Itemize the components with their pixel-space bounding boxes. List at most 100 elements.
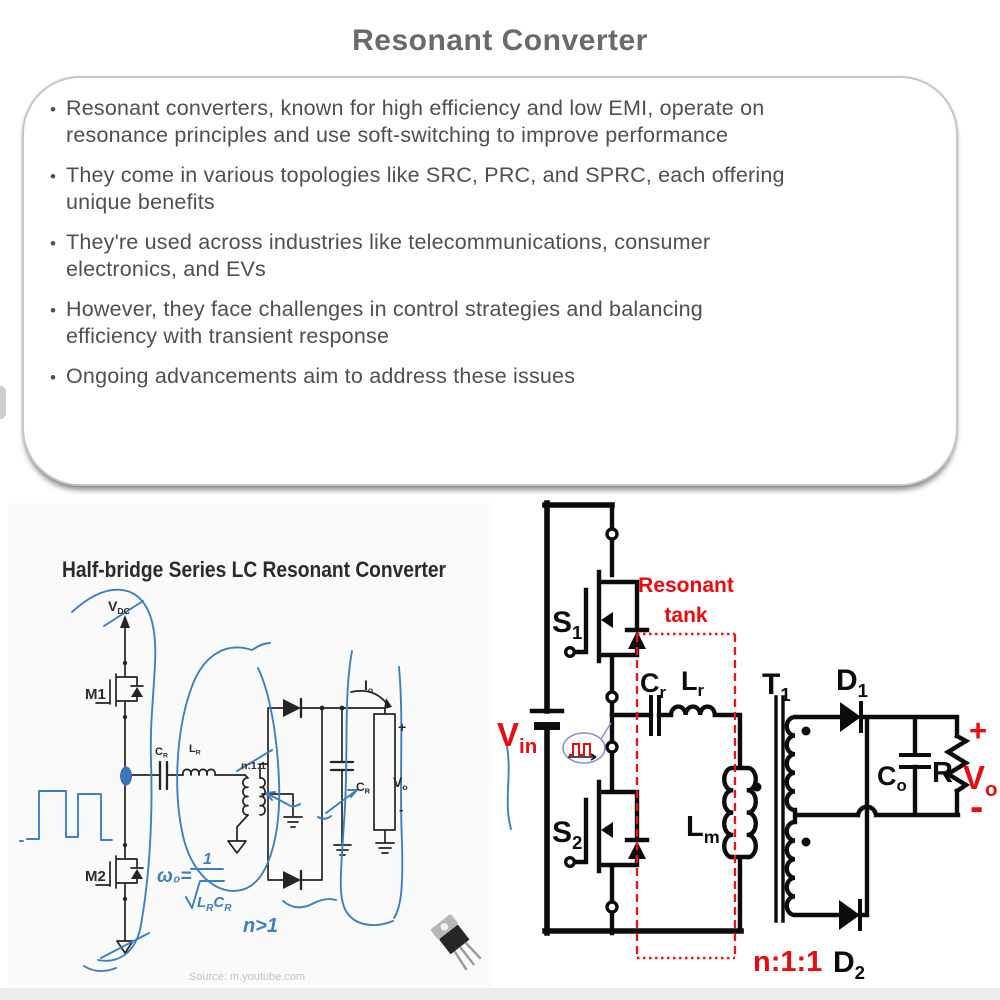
left-diagram-title: Half-bridge Series LC Resonant Converter [62, 557, 446, 582]
bullet-list: Resonant converters, known for high effi… [36, 95, 930, 391]
gate-terminal [564, 646, 577, 659]
secondary-and-output-wiring [784, 714, 971, 918]
vin-label: Vin [497, 716, 537, 758]
winding-dot [752, 782, 762, 792]
mosfet-m1 [95, 662, 144, 718]
circuit-diagrams: Half-bridge Series LC Resonant Converter [0, 500, 1000, 1000]
list-item: Ongoing advancements aim to address thes… [36, 363, 930, 391]
s2-label: S2 [552, 816, 582, 853]
s2-substrate-arrow [601, 822, 613, 838]
mosfet-m2-body-diode [131, 869, 143, 879]
rectifier-diode-top [283, 699, 301, 717]
resonant-tank-title: Resonant [638, 574, 734, 597]
list-item: However, they face challenges in control… [36, 296, 930, 350]
junction-dot [339, 705, 345, 711]
mosfet-m2 [95, 844, 144, 900]
resonant-coils-and-transformer [181, 768, 266, 841]
co-label: Co [877, 761, 907, 795]
cr-label: Cr [640, 668, 667, 702]
output-plus-label: + [969, 713, 987, 748]
n-greater-annotation: n>1 [243, 915, 278, 937]
to220-legs [453, 941, 482, 971]
winding-dot [801, 726, 811, 736]
vdc-label: VDC [108, 598, 131, 616]
to220-package-icon [430, 914, 482, 971]
to220-body [439, 924, 470, 954]
turns-ratio-label: n:1:1 [753, 946, 822, 978]
junction-dot [319, 705, 325, 711]
terminal-circle [605, 740, 619, 754]
supply-arrow-head [120, 615, 130, 628]
bottom-strip [0, 988, 1000, 1000]
midpoint-node-marker [120, 766, 132, 786]
diode-d1 [840, 702, 861, 732]
pulse-axis-arrow [568, 753, 597, 761]
vo-label: Vo [963, 759, 998, 801]
minus-label: - [399, 802, 403, 817]
lr-label: LR [189, 743, 201, 757]
lr-label: Lr [681, 666, 705, 700]
d2-label: D2 [833, 946, 865, 983]
junction-dot [122, 660, 128, 666]
co-capacitor-plates [899, 753, 931, 769]
pulse-icon-pointer [600, 722, 612, 740]
vo-label: Vo [393, 774, 408, 792]
transformer-core [774, 695, 785, 923]
junction-dot [122, 842, 128, 848]
output-minus-label: - [970, 785, 983, 829]
plus-label: + [398, 719, 406, 735]
page-title: Resonant Converter [352, 24, 648, 57]
list-item: They're used across industries like tele… [36, 229, 930, 283]
junction-dot [122, 714, 128, 720]
output-cap-label: CR [356, 780, 371, 796]
left-circuit-wires [124, 624, 386, 941]
page-edge-artifact [0, 386, 6, 419]
blue-formula-marks [185, 868, 225, 909]
main-rails [542, 500, 744, 936]
io-arrow-head [384, 698, 392, 709]
pulse-waveform [569, 743, 594, 756]
load-box [373, 713, 396, 831]
resonant-tank-box-sides [635, 634, 737, 958]
blue-right-waves [339, 650, 512, 926]
pulse-icon [562, 722, 612, 764]
cr-capacitor-plates [649, 695, 661, 736]
d1-label: D1 [836, 664, 868, 701]
blue-strikes-and-arrows [83, 600, 358, 972]
omega-formula: ω₀= [157, 866, 191, 887]
list-item: Resonant converters, known for high effi… [36, 95, 930, 149]
r-label: R [932, 757, 953, 789]
terminal-circle [605, 690, 619, 704]
io-label: Io [364, 677, 373, 695]
summary-card: Resonant converters, known for high effi… [22, 76, 958, 486]
resonant-tank-subtitle: tank [664, 604, 708, 627]
resonant-tank-box-edges [637, 632, 735, 960]
right-circuit-panel: Vin S1 S2 Resonant tank Cr Lr Lm T1 D1 D… [497, 500, 998, 983]
terminal-circle [605, 900, 619, 914]
s1-label: S1 [552, 606, 582, 643]
winding-dot [801, 837, 811, 847]
source-note: Source: m.youtube.com [189, 971, 305, 983]
gate-terminal [564, 856, 577, 869]
left-circuit-panel: Half-bridge Series LC Resonant Converter [8, 503, 512, 989]
junction-dot [122, 896, 128, 902]
s1-substrate-arrow [601, 612, 613, 628]
m1-label: M1 [85, 686, 106, 703]
tank-and-lm-wiring [609, 704, 758, 934]
t1-label: T1 [762, 668, 791, 705]
list-item: They come in various topologies like SRC… [36, 162, 930, 216]
cr-label: CR [155, 746, 168, 760]
turns-ratio-label: n:1:1 [241, 760, 266, 772]
diode-d2 [839, 900, 860, 930]
rectifier-diode-bottom [283, 871, 301, 889]
formula-denominator: LRCR [197, 894, 232, 914]
blue-long-curve [71, 588, 157, 962]
m2-label: M2 [85, 868, 106, 885]
io-arrow [350, 690, 388, 705]
blue-tank-ellipse [176, 642, 281, 892]
mosfet-m1-body-diode [131, 687, 143, 697]
left-panel-background [8, 503, 492, 989]
to220-hole [440, 923, 449, 931]
capacitor-plates [158, 760, 355, 791]
lm-label: Lm [686, 811, 720, 847]
